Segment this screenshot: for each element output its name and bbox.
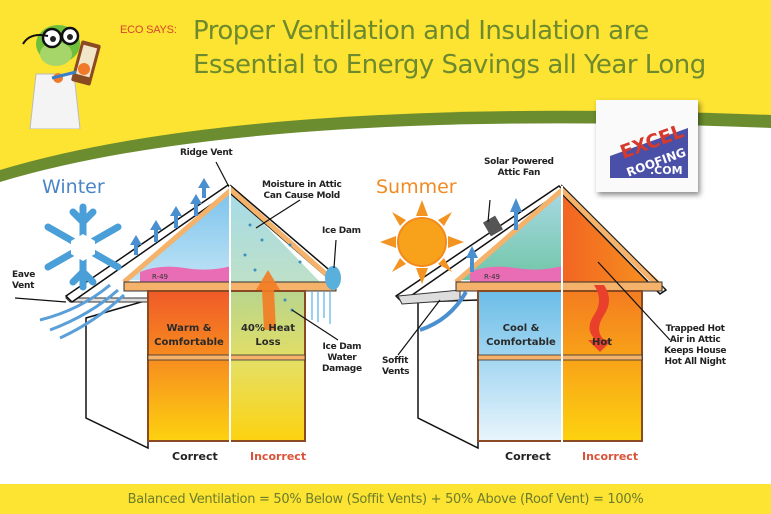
moisture-label: Moisture in Attic Can Cause Mold [262, 180, 342, 202]
summer-insulation-label: R-49 [484, 273, 500, 281]
solar-fan-label: Solar Powered Attic Fan [484, 157, 554, 179]
moisture-label-line-2: Can Cause Mold [263, 191, 341, 201]
title-line-1: Proper Ventilation and Insulation are [193, 16, 649, 46]
trapped-hot-air-line-3: Keeps House [664, 346, 727, 356]
trapped-hot-air-line-1: Trapped Hot [665, 324, 725, 334]
winter-incorrect-room-label: 40% Heat Loss [234, 322, 302, 350]
trapped-hot-air-label: Trapped Hot Air in Attic Keeps House Hot… [664, 324, 727, 368]
winter-incorrect-room-line-2: Loss [255, 337, 281, 348]
soffit-vents-label: Soffit Vents [382, 356, 409, 378]
summer-incorrect-label: Incorrect [582, 450, 639, 463]
winter-title: Winter [42, 176, 105, 198]
ice-dam-damage-line-1: Ice Dam [322, 342, 362, 352]
ice-dam-damage-label: Ice Dam Water Damage [322, 342, 362, 375]
eave-vent-label: Eave Vent [12, 270, 35, 292]
snowflake-icon [44, 203, 122, 291]
footer-banner: Balanced Ventilation = 50% Below (Soffit… [0, 484, 771, 514]
summer-incorrect-room-label: Hot [566, 336, 638, 350]
winter-incorrect-label: Incorrect [250, 450, 307, 463]
solar-fan-line-2: Attic Fan [497, 168, 541, 178]
logo-line-3: .COM [650, 164, 683, 177]
title-line-2: Essential to Energy Savings all Year Lon… [193, 50, 706, 80]
winter-correct-room-line-2: Comfortable [154, 337, 224, 348]
winter-house-diagram: R-49 [14, 161, 341, 450]
winter-correct-room-label: Warm & Comfortable [152, 322, 226, 350]
ice-dam-damage-line-2: Water [327, 353, 357, 363]
ice-dam-label: Ice Dam [322, 226, 361, 236]
ice-dam-damage-line-3: Damage [322, 364, 362, 374]
soffit-vents-line-2: Vents [382, 367, 410, 377]
logo-house-icon: EXCEL ROOFING .COM [610, 120, 688, 180]
eave-vent-line-1: Eave [12, 270, 35, 280]
page-title: Proper Ventilation and Insulation are Es… [193, 14, 763, 82]
summer-house-diagram: R-49 [394, 184, 671, 450]
summer-title: Summer [376, 176, 457, 198]
trapped-hot-air-line-2: Air in Attic [669, 335, 721, 345]
ridge-vent-label: Ridge Vent [180, 148, 233, 158]
trapped-hot-air-line-4: Hot All Night [664, 357, 726, 367]
winter-incorrect-room-line-1: 40% Heat [240, 323, 296, 334]
frog-mascot-icon [22, 25, 101, 129]
winter-insulation-label: R-49 [152, 273, 168, 281]
summer-correct-room-label: Cool & Comfortable [482, 322, 560, 350]
solar-fan-line-1: Solar Powered [484, 157, 554, 167]
moisture-label-line-1: Moisture in Attic [262, 180, 342, 190]
soffit-vents-line-1: Soffit [382, 356, 409, 366]
sun-icon [380, 200, 464, 284]
summer-incorrect-room-line-1: Hot [591, 337, 613, 348]
winter-title-text: Winter [42, 176, 105, 198]
winter-correct-room-line-1: Warm & [166, 323, 212, 334]
footer-text: Balanced Ventilation = 50% Below (Soffit… [127, 491, 644, 507]
excel-roofing-logo[interactable]: EXCEL ROOFING .COM [596, 100, 698, 192]
summer-title-text: Summer [376, 176, 457, 198]
eave-vent-line-2: Vent [12, 281, 35, 291]
summer-correct-label: Correct [505, 450, 551, 463]
winter-correct-label: Correct [172, 450, 218, 463]
summer-correct-room-line-2: Comfortable [486, 337, 556, 348]
summer-correct-room-line-1: Cool & [502, 323, 540, 334]
eco-says-label: ECO SAYS: [120, 24, 177, 36]
